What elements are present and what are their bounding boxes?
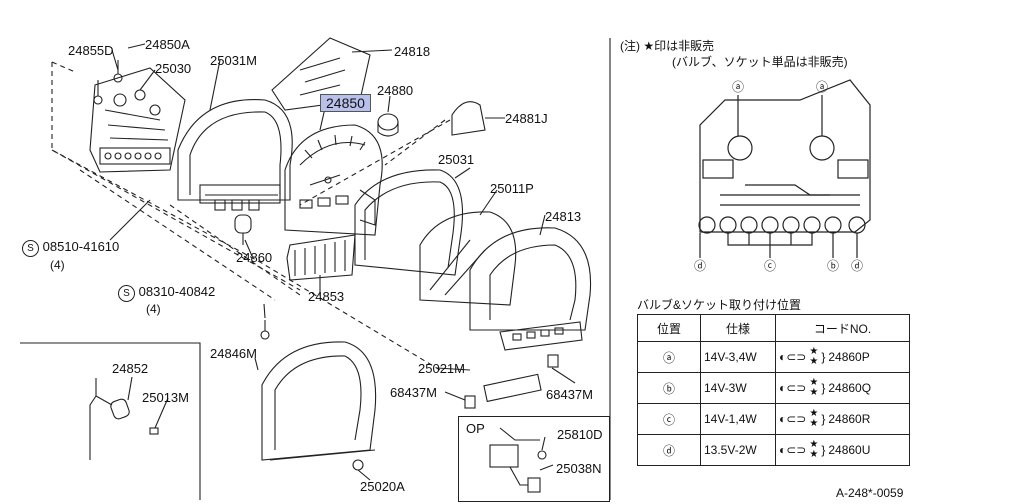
row-code: 24860Q [828, 381, 872, 395]
bulb-harness-part [89, 378, 159, 460]
row-position: ⓑ [637, 372, 701, 404]
bulb-position-board [698, 79, 871, 258]
assembly-guide-lines [51, 61, 451, 371]
row-spec: 14V-3,4W [700, 341, 776, 373]
cover-part [451, 101, 505, 136]
socket-icon: ◐⊂⊃ [779, 381, 807, 395]
star-icon: ★★ [809, 439, 819, 460]
table-row: ⓓ 13.5V-2W ◐⊂⊃★★}24860U [637, 434, 910, 466]
board-mark-d-left: ⓓ [694, 259, 706, 273]
part-label-25013M: 25013M [142, 390, 189, 405]
row-position: ⓐ [637, 341, 701, 373]
circuit-board-part [89, 67, 186, 173]
row-code: 24860R [828, 412, 871, 426]
part-label-25038N: 25038N [556, 461, 602, 476]
row-code-cell: ◐⊂⊃★★}24860P [775, 341, 910, 373]
bezel-part [469, 227, 592, 351]
part-label-25031M: 25031M [210, 53, 257, 68]
table-row: ⓐ 14V-3,4W ◐⊂⊃★★}24860P [637, 341, 910, 373]
part-label-24813: 24813 [545, 209, 582, 224]
row-spec: 14V-3W [700, 372, 776, 404]
socket-icon: ◐⊂⊃ [779, 443, 807, 457]
row-code-cell: ◐⊂⊃★★}24860R [775, 403, 910, 435]
board-mark-c: ⓒ [764, 259, 776, 273]
screw-1-code: 08510-41610 [42, 239, 120, 254]
board-mark-d-right: ⓓ [851, 259, 863, 273]
part-label-24852: 24852 [112, 361, 149, 376]
part-label-24853: 24853 [308, 289, 345, 304]
board-mark-a-right: ⓐ [816, 80, 828, 94]
reflector-part [271, 37, 371, 111]
row-code-cell: ◐⊂⊃★★}24860Q [775, 372, 910, 404]
part-label-24850-highlighted: 24850 [320, 94, 371, 112]
part-label-25031: 25031 [438, 152, 475, 167]
screw-1-qty: (4) [50, 258, 65, 272]
part-label-24860: 24860 [236, 250, 273, 265]
knob-part [377, 113, 399, 137]
part-label-25020A: 25020A [360, 479, 405, 494]
bulb-socket-table: 位置 仕様 コードNO. ⓐ 14V-3,4W ◐⊂⊃★★}24860P ⓑ 1… [637, 314, 910, 466]
meter-case-part [177, 99, 293, 211]
part-label-24855D: 24855D [68, 43, 114, 58]
part-label-24818: 24818 [394, 44, 431, 59]
connector-part [286, 234, 356, 281]
row-position: ⓓ [637, 434, 701, 466]
frame-part [354, 169, 463, 276]
row-spec: 14V-1,4W [700, 403, 776, 435]
part-label-24881J: 24881J [505, 111, 548, 126]
note-line-2: (バルブ、ソケット単品は非販売) [672, 55, 848, 69]
label-sticker-part [483, 373, 542, 403]
socket-icon: ◐⊂⊃ [779, 412, 807, 426]
screw-s-mark-2: S [118, 285, 135, 302]
row-code: 24860U [828, 443, 871, 457]
dial-face-part [284, 124, 383, 236]
part-label-68437M-right: 68437M [546, 387, 593, 402]
header-spec: 仕様 [700, 314, 776, 342]
board-mark-b: ⓑ [827, 259, 839, 273]
row-position: ⓒ [637, 403, 701, 435]
screw-2-code: 08310-40842 [138, 284, 216, 299]
star-icon: ★★ [809, 377, 819, 398]
row-code: 24860P [828, 350, 870, 364]
option-box [458, 416, 610, 502]
socket-part [234, 214, 252, 245]
part-label-68437M-left: 68437M [390, 385, 437, 400]
star-icon: ★★ [809, 346, 819, 367]
socket-icon: ◐⊂⊃ [779, 350, 807, 364]
screw-s-mark: S [22, 240, 39, 257]
table-row: ⓒ 14V-1,4W ◐⊂⊃★★}24860R [637, 403, 910, 435]
back-case-part [260, 320, 377, 471]
row-code-cell: ◐⊂⊃★★}24860U [775, 434, 910, 466]
option-parts [489, 427, 547, 493]
part-label-25030: 25030 [155, 61, 192, 76]
screw-2-label: S 08310-40842 [118, 285, 215, 302]
lens-part [419, 211, 517, 306]
header-position: 位置 [637, 314, 701, 342]
row-spec: 13.5V-2W [700, 434, 776, 466]
part-label-25011P: 25011P [490, 181, 534, 196]
part-label-24846M: 24846M [210, 346, 257, 361]
part-label-25810D: 25810D [557, 427, 603, 442]
screw-1-label: S 08510-41610 [22, 240, 119, 257]
header-code: コードNO. [775, 314, 910, 342]
table-row: ⓑ 14V-3W ◐⊂⊃★★}24860Q [637, 372, 910, 404]
part-label-25021M: 25021M [418, 361, 465, 376]
page-code: A-248*-0059 [836, 486, 904, 500]
star-icon: ★★ [809, 408, 819, 429]
board-mark-a-left: ⓐ [732, 80, 744, 94]
part-label-24850A: 24850A [145, 37, 190, 52]
table-title: バルブ&ソケット取り付け位置 [637, 298, 802, 312]
screw-2-qty: (4) [146, 302, 161, 316]
note-line-1: (注) ★印は非販売 [620, 39, 715, 53]
part-label-24880: 24880 [377, 83, 414, 98]
option-label: OP [466, 421, 485, 436]
